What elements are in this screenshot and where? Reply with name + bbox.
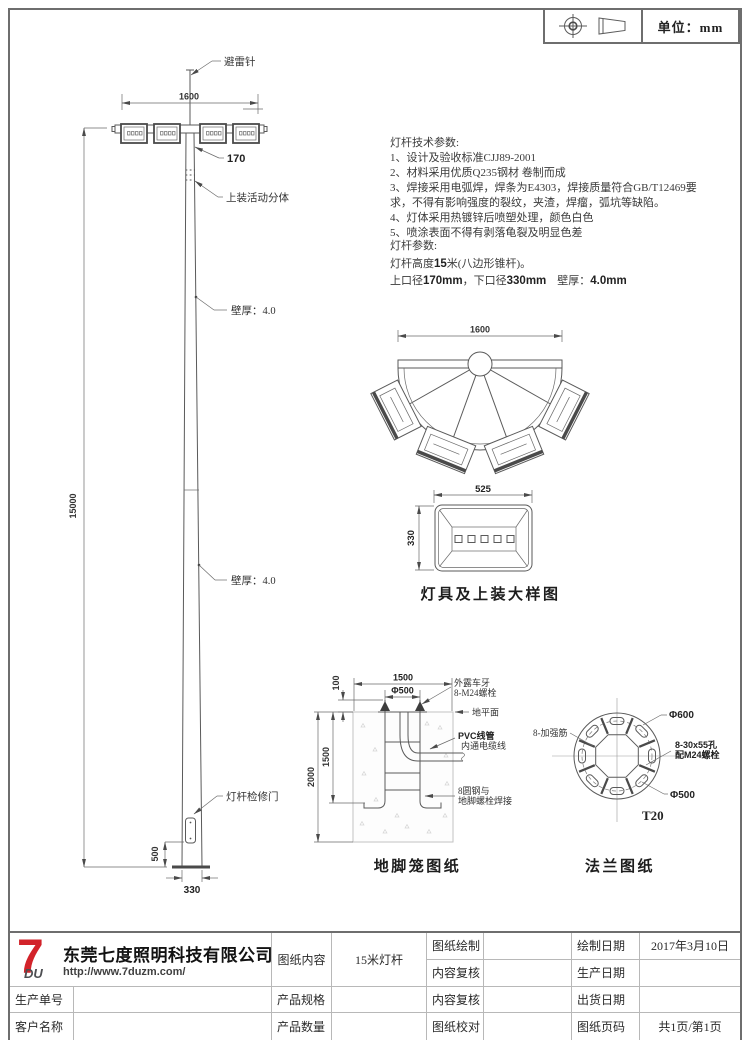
door-label: 灯杆检修门 [226,790,279,803]
lightning-rod-label: 避雷针 [224,55,256,68]
prod-date-value [640,960,740,987]
bolt-note-1: 外露车牙 [454,677,490,688]
pvc-note-2: 内通电缆线 [461,740,506,751]
tech-param-line: 3、焊接采用电弧焊，焊条为E4303，焊接质量符合GB/T12469要 [390,182,697,194]
unit-box: 单位：mm [543,8,740,44]
logo-seven: 7 [17,933,44,985]
flange-outer-dim: Φ600 [669,710,694,721]
foundation-caption: 地脚笼图纸 [373,859,462,875]
bolt-circle-dim: Φ500 [391,686,413,696]
proof-label: 图纸校对 [427,1013,484,1040]
tech-param-line: 求，不得有影响强度的裂纹，夹渣，焊瘤，弧坑等缺陷。 [390,197,665,209]
flange-drawing: Φ600 8-加强筋 8-30x55孔 配M24螺栓 Φ500 T20 [533,698,720,823]
page-value: 共1页/第1页 [658,1020,722,1035]
drawn-label: 图纸绘制 [427,933,484,960]
foundation-width-dim: 1500 [393,673,413,683]
top-od-dim: 170 [227,153,245,165]
fixture-width-dim: 525 [475,484,492,495]
access-door [185,817,196,844]
lamp-arm-top-view: 1600 [370,325,590,475]
ground-level-label: 地平面 [472,707,499,718]
content-label: 图纸内容 [272,933,332,987]
pole-params-title: 灯杆参数: [390,240,438,252]
draw-date-value: 2017年3月10日 [640,933,740,960]
fan-lamp-4 [538,379,590,441]
pole-params-line2: 上口径170mm，下口径330mm 壁厚：4.0mm [390,275,627,287]
qty-value [332,1013,427,1040]
pole-height-dim: 15000 [68,493,78,518]
company-cell: 7 DU 东莞七度照明科技有限公司 http://www.7duzm.com/ [10,933,272,987]
company-website[interactable]: http://www.7duzm.com/ [63,965,186,978]
title-block: 7 DU 东莞七度照明科技有限公司 http://www.7duzm.com/ … [8,931,742,1040]
flange-caption: 法兰图纸 [584,859,655,875]
rib-note: 8-加强筋 [533,727,568,738]
fan-lamp-2 [415,425,477,475]
tech-param-line: 4、灯体采用热镀锌后喷塑处理，颜色白色 [390,212,594,224]
weld-note-1: 8圆钢与 [458,785,490,796]
arm-width-dim: 1600 [179,92,199,102]
review2-value [484,986,572,1014]
ship-date-value [640,987,740,1014]
bolt-note-2: 8-M24螺栓 [454,687,497,698]
flange-thickness: T20 [642,808,664,823]
floodlight-2 [153,123,181,144]
tech-param-line: 5、喷涂表面不得有剥落龟裂及明显色差 [390,227,583,239]
company-name: 东莞七度照明科技有限公司 [63,945,272,965]
wall-thickness-upper: 壁厚：4.0 [231,304,276,317]
exposed-length-dim: 100 [331,675,341,690]
draw-date-label: 绘制日期 [572,933,640,960]
ship-date-label: 出货日期 [572,986,640,1014]
spec-label: 产品规格 [272,986,332,1014]
hole-note-1: 8-30x55孔 [675,739,717,750]
logo-du: DU [24,966,43,982]
qty-label: 产品数量 [272,1013,332,1040]
floodlight-3 [199,123,227,144]
company-logo: 7 DU [15,933,55,985]
cage-depth-dim: 1500 [321,747,331,767]
tech-param-line: 2、材料采用优质Q235钢材 卷制而成 [390,167,566,179]
order-value [74,986,272,1014]
door-height-dim: 500 [150,846,160,861]
fan-lamp-1 [370,379,422,441]
proof-value [484,1013,572,1040]
unit-label: 单位：mm [657,19,724,35]
projection-symbol-icon [559,14,626,38]
pole-params-line1: 灯杆高度15米(八边形锥杆)。 [390,257,532,270]
fixture-height-dim: 330 [406,530,417,546]
floodlight-1 [120,123,148,144]
lamp-detail-caption: 灯具及上装大样图 [420,587,561,603]
review2-label: 内容复核 [427,986,484,1014]
customer-label: 客户名称 [10,1013,74,1040]
customer-value [74,1013,272,1040]
order-label: 生产单号 [10,986,74,1014]
review1-label: 内容复核 [427,959,484,987]
prod-date-label: 生产日期 [572,959,640,987]
spec-value [332,986,427,1014]
pole-body [181,132,203,868]
pole-elevation-drawing: 避雷针 1600 [68,55,289,896]
pvc-note-1: PVC线管 [458,730,495,741]
content-value: 15米灯杆 [332,933,427,987]
hole-note-2: 配M24螺栓 [675,749,720,760]
tech-param-line: 1、设计及验收标准CJJ89-2001 [390,152,537,164]
review1-value [484,959,572,987]
flange-bolt-circle-dim: Φ500 [670,790,695,801]
total-depth-dim: 2000 [306,767,316,787]
wall-thickness-lower: 壁厚：4.0 [231,574,276,587]
foundation-cage-drawing: 1500 Φ500 100 1500 2000 外露车牙 8-M24螺栓 地平面… [306,673,512,843]
tech-params-title: 灯杆技术参数: [390,137,460,149]
bottom-od-dim: 330 [184,885,201,896]
tech-params-block: 灯杆技术参数: 1、设计及验收标准CJJ89-2001 2、材料采用优质Q235… [390,136,720,241]
floodlight-4 [232,123,260,144]
fan-lamp-3 [483,425,545,475]
top-joint-label: 上装活动分体 [226,191,289,204]
lamp-fixture-detail: 525 330 [406,484,533,572]
pole-params-block: 灯杆参数: 灯杆高度15米(八边形锥杆)。 上口径170mm，下口径330mm … [390,238,720,291]
weld-note-2: 地脚螺栓焊接 [458,795,512,806]
fan-width-dim: 1600 [470,325,490,335]
projection-symbols [545,10,643,42]
page-label: 图纸页码 [572,1013,640,1040]
drawn-value [484,933,572,960]
